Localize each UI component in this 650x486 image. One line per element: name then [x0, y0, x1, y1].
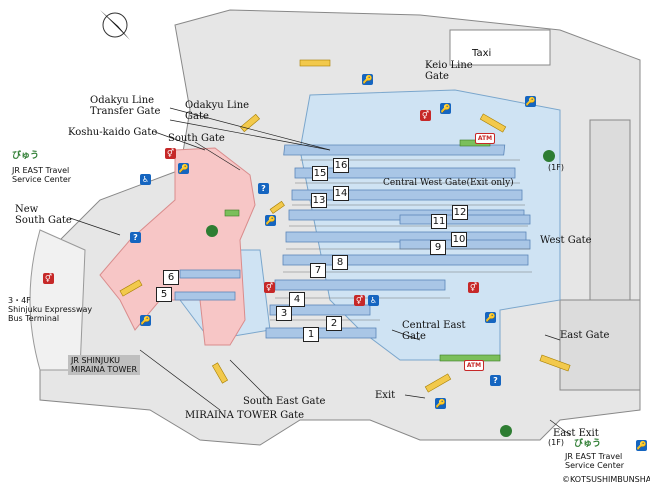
info-icon: ? — [490, 375, 501, 386]
central-east-gate-label: Central East Gate — [402, 320, 466, 342]
ticket-icon: 🔑 — [140, 315, 151, 326]
ticket-icon: 🔑 — [636, 440, 647, 451]
miraina-tower-gate-label: MIRAINA TOWER Gate — [185, 410, 305, 421]
one-f-label-left: (1F) — [548, 438, 564, 447]
platform-number-13: 13 — [311, 193, 327, 208]
platform-number-5: 5 — [156, 287, 172, 302]
compass-icon — [100, 10, 130, 40]
accessible-icon: ♿ — [140, 174, 151, 185]
atm-icon: ATM — [475, 133, 495, 144]
copyright-label: ©KOTSUSHIMBUNSHA — [562, 475, 650, 484]
view-logo-right: びゅう — [574, 439, 602, 449]
platform-number-16: 16 — [333, 158, 349, 173]
platform-number-4: 4 — [289, 292, 305, 307]
odakyu-line-gate-label: Odakyu Line Gate — [185, 100, 250, 122]
jr-east-travel-service-center-left: JR EAST Travel Service Center — [12, 166, 72, 184]
platform-number-7: 7 — [310, 263, 326, 278]
info-icon: ? — [258, 183, 269, 194]
odakyu-transfer-gate-label: Odakyu Line Transfer Gate — [90, 95, 161, 117]
platform-number-1: 1 — [303, 327, 319, 342]
jr-east-travel-service-center-right: JR EAST Travel Service Center — [565, 452, 625, 470]
green-window-icon — [543, 150, 555, 162]
toilet-icon: ⚥ — [264, 282, 275, 293]
east-gate-label: East Gate — [560, 330, 610, 341]
toilet-icon: ⚥ — [165, 148, 176, 159]
platform-number-10: 10 — [451, 232, 467, 247]
platform-number-8: 8 — [332, 255, 348, 270]
west-gate-label: West Gate — [540, 235, 592, 246]
central-west-gate-label: Central West Gate(Exit only) — [383, 178, 514, 188]
toilet-icon: ⚥ — [420, 110, 431, 121]
east-exit-label: East Exit — [553, 428, 599, 439]
green-window-icon — [206, 225, 218, 237]
ticket-icon: 🔑 — [178, 163, 189, 174]
toilet-icon: ⚥ — [43, 273, 54, 284]
toilet-icon: ⚥ — [468, 282, 479, 293]
ticket-icon: 🔑 — [485, 312, 496, 323]
exit-label: Exit — [375, 390, 396, 401]
south-east-gate-label: South East Gate — [243, 396, 326, 407]
atm-icon: ATM — [464, 360, 484, 371]
koshu-kaido-gate-label: Koshu-kaido Gate — [68, 127, 158, 138]
south-gate-label: South Gate — [168, 133, 225, 144]
platform-number-9: 9 — [430, 240, 446, 255]
ticket-icon: 🔑 — [525, 96, 536, 107]
new-south-gate-label: New South Gate — [15, 204, 72, 226]
info-icon: ? — [130, 232, 141, 243]
platform-number-2: 2 — [326, 316, 342, 331]
taxi-label: Taxi — [472, 48, 492, 59]
platform-number-12: 12 — [452, 205, 468, 220]
platform-number-3: 3 — [276, 306, 292, 321]
accessible-icon: ♿ — [368, 295, 379, 306]
ticket-icon: 🔑 — [440, 103, 451, 114]
expressway-bus-terminal-label: 3・4F Shinjuku Expressway Bus Terminal — [8, 296, 93, 323]
ticket-icon: 🔑 — [265, 215, 276, 226]
ticket-icon: 🔑 — [362, 74, 373, 85]
ticket-icon: 🔑 — [435, 398, 446, 409]
platform-number-11: 11 — [431, 214, 447, 229]
green-window-icon — [500, 425, 512, 437]
toilet-icon: ⚥ — [354, 295, 365, 306]
one-f-label-right: (1F) — [548, 163, 564, 172]
platform-number-15: 15 — [312, 166, 328, 181]
platform-number-6: 6 — [163, 270, 179, 285]
keio-line-gate-label: Keio Line Gate — [425, 60, 473, 82]
view-logo-left: びゅう — [12, 151, 40, 161]
miraina-tower-building-label: JR SHINJUKU MIRAINA TOWER — [68, 355, 141, 375]
platform-number-14: 14 — [333, 186, 349, 201]
